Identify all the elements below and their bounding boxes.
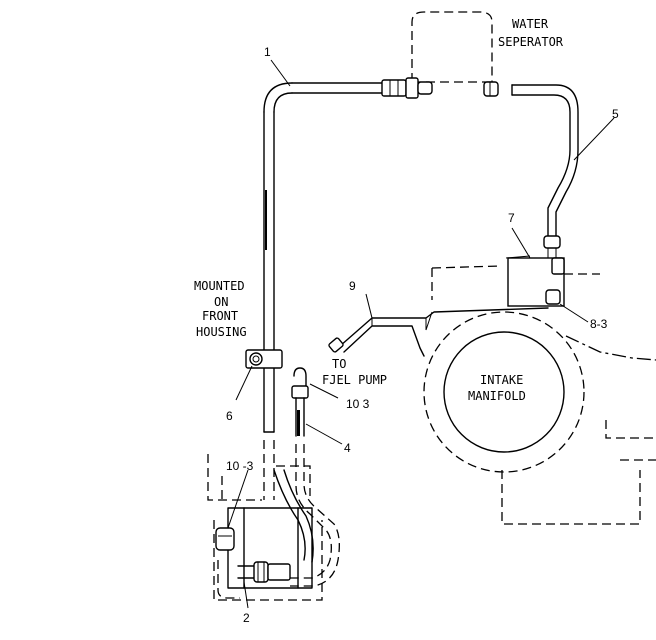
callout-10-3-upper: 10 3: [346, 397, 370, 411]
mounted-label: MOUNTED ON FRONT HOUSING: [194, 279, 247, 339]
mounted-label-line4: HOUSING: [196, 325, 247, 339]
callout-numbers: 1 5 7 9 8-3 10 3 6 4 10 -3 2: [226, 45, 619, 625]
separator-inlet-fitting: [381, 77, 433, 99]
to-fuel-pump-label-line2: FJEL PUMP: [322, 373, 387, 387]
callout-10-3-lower: 10 -3: [226, 459, 254, 473]
callout-9: 9: [349, 279, 356, 293]
intake-manifold-label-line2: MANIFOLD: [468, 389, 526, 403]
water-separator-label: WATER SEPERATOR: [498, 17, 564, 49]
mounted-label-line2: ON: [214, 295, 228, 309]
callout-2: 2: [243, 611, 250, 625]
mounted-label-line3: FRONT: [202, 309, 238, 323]
leader-lines: [227, 59, 615, 609]
callout-6: 6: [226, 409, 233, 423]
callout-7: 7: [508, 211, 515, 225]
water-separator-label-line2: SEPERATOR: [498, 35, 564, 49]
fuel-tube-9: [328, 307, 549, 357]
callout-1: 1: [264, 45, 271, 59]
to-fuel-pump-label: TO FJEL PUMP: [322, 357, 387, 387]
intake-manifold-label: INTAKE MANIFOLD: [468, 373, 526, 403]
water-separator-label-line1: WATER: [512, 17, 549, 31]
separator-outlet-fitting: [483, 81, 499, 97]
intake-manifold: [423, 265, 656, 525]
mounted-label-line1: MOUNTED: [194, 279, 245, 293]
fuel-hose-1: [263, 82, 383, 500]
callout-4: 4: [344, 441, 351, 455]
fuel-filter-head-block: [507, 257, 565, 307]
mounting-clamp: [245, 349, 283, 369]
to-fuel-pump-label-line1: TO: [332, 357, 346, 371]
intake-manifold-label-line1: INTAKE: [480, 373, 523, 387]
water-separator: [411, 11, 493, 83]
callout-8-3: 8-3: [590, 317, 608, 331]
fuel-hose-5: [511, 84, 579, 262]
fuel-filter-assembly: [207, 454, 323, 601]
callout-5: 5: [612, 107, 619, 121]
